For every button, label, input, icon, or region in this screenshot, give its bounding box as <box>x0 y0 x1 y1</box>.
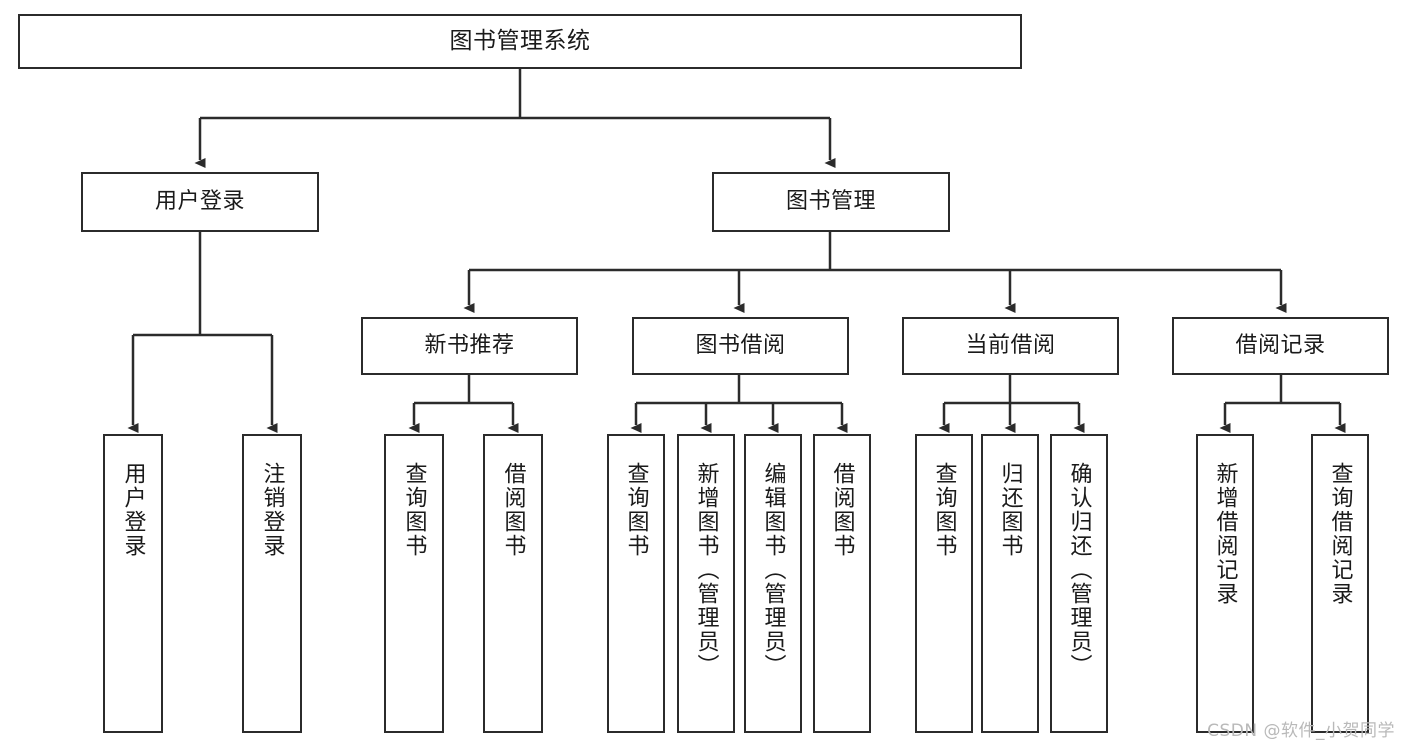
node-label: 查询图书 <box>623 462 649 558</box>
node-label: 用户登录 <box>120 462 146 558</box>
node-label: 借阅图书 <box>500 462 526 558</box>
node-new-book-recommend[interactable]: 新书推荐 <box>361 317 578 375</box>
node-label: 归还图书 <box>997 462 1023 558</box>
node-current-borrow[interactable]: 当前借阅 <box>902 317 1119 375</box>
node-label: 图书管理系统 <box>449 28 591 55</box>
node-label: 编辑图书（管理员） <box>760 462 786 678</box>
leaf-logout[interactable]: 注销登录 <box>242 434 302 733</box>
leaf-edit-book-admin[interactable]: 编辑图书（管理员） <box>744 434 802 733</box>
node-label: 用户登录 <box>154 189 245 215</box>
node-user-login[interactable]: 用户登录 <box>81 172 319 232</box>
leaf-return-book[interactable]: 归还图书 <box>981 434 1039 733</box>
leaf-confirm-return-admin[interactable]: 确认归还（管理员） <box>1050 434 1108 733</box>
leaf-query-book-current[interactable]: 查询图书 <box>915 434 973 733</box>
node-label: 当前借阅 <box>965 333 1056 359</box>
node-label: 确认归还（管理员） <box>1066 462 1092 678</box>
node-label: 查询借阅记录 <box>1327 462 1353 606</box>
node-label: 借阅图书 <box>829 462 855 558</box>
watermark: CSDN @软件_小贺同学 <box>1207 721 1395 741</box>
node-label: 图书借阅 <box>695 333 786 359</box>
node-label: 新增借阅记录 <box>1212 462 1238 606</box>
node-book-borrow[interactable]: 图书借阅 <box>632 317 849 375</box>
leaf-query-borrow-record[interactable]: 查询借阅记录 <box>1311 434 1369 733</box>
leaf-borrow-book[interactable]: 借阅图书 <box>813 434 871 733</box>
leaf-user-login[interactable]: 用户登录 <box>103 434 163 733</box>
node-label: 查询图书 <box>931 462 957 558</box>
node-borrow-record[interactable]: 借阅记录 <box>1172 317 1389 375</box>
node-label: 借阅记录 <box>1235 333 1326 359</box>
leaf-query-book-recommend[interactable]: 查询图书 <box>384 434 444 733</box>
leaf-borrow-book-recommend[interactable]: 借阅图书 <box>483 434 543 733</box>
node-root-system[interactable]: 图书管理系统 <box>18 14 1022 69</box>
node-label: 注销登录 <box>259 462 285 558</box>
node-label: 图书管理 <box>785 189 876 215</box>
node-label: 新增图书（管理员） <box>693 462 719 678</box>
leaf-add-book-admin[interactable]: 新增图书（管理员） <box>677 434 735 733</box>
node-label: 新书推荐 <box>424 333 515 359</box>
leaf-query-book-borrow[interactable]: 查询图书 <box>607 434 665 733</box>
leaf-add-borrow-record[interactable]: 新增借阅记录 <box>1196 434 1254 733</box>
node-label: 查询图书 <box>401 462 427 558</box>
node-book-management[interactable]: 图书管理 <box>712 172 950 232</box>
